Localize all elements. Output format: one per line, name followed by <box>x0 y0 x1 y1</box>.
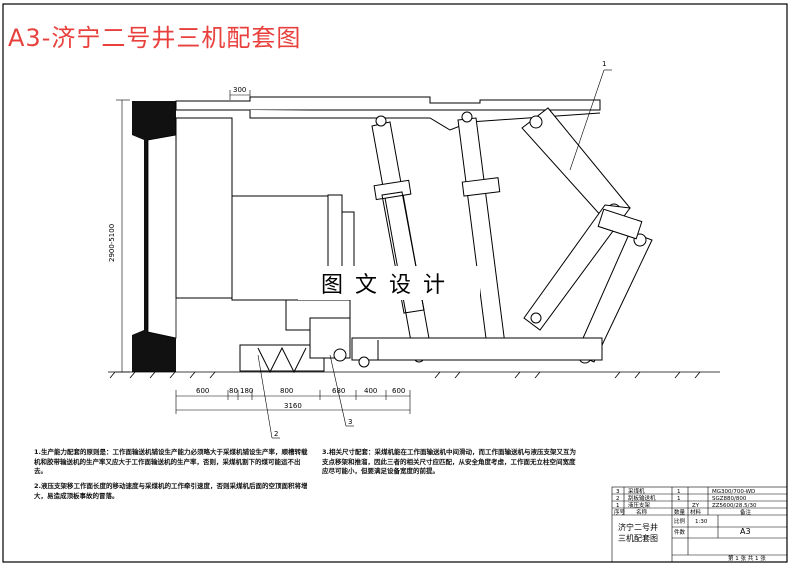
floor-line <box>108 371 720 379</box>
coal-wall-recess <box>147 134 177 339</box>
dim-680: 680 <box>332 387 345 395</box>
tb-row3-no: 1 <box>616 503 620 509</box>
dim-height-label: 2900-5100 <box>108 224 116 262</box>
watermark: 图文设计 <box>298 266 480 300</box>
tb-scale-label: 比例 <box>674 517 686 525</box>
tb-scale: 1:30 <box>695 519 708 525</box>
tb-pieces-label: 件数 <box>674 528 686 536</box>
tb-row2-qty: 1 <box>677 496 681 502</box>
tb-drawing-name-1: 济宁二号井 <box>618 522 658 532</box>
callout-2 <box>257 354 280 439</box>
hydraulic-leg-left <box>371 115 433 363</box>
armoured-conveyor <box>239 317 370 374</box>
caving-shield <box>521 107 653 364</box>
dim-600b: 600 <box>392 387 405 395</box>
tb-row2-note: SGZ880/800 <box>712 496 747 502</box>
dim-180: 180 <box>240 387 253 395</box>
dim-800: 800 <box>280 387 293 395</box>
note-2: 2.液压支架移工作面长度的移动速度与采煤机的工作牵引速度，否则采煤机后面的空顶面… <box>34 482 308 500</box>
hydraulic-leg-right <box>457 111 507 360</box>
dim-300-label: 300 <box>233 86 246 94</box>
tb-sheets: 第 1 张 共 1 张 <box>728 554 766 562</box>
callout-2-label: 2 <box>274 430 278 438</box>
support-base <box>351 337 603 361</box>
dimension-height <box>116 99 130 373</box>
callout-1 <box>569 69 612 171</box>
dim-600a: 600 <box>196 387 209 395</box>
tb-row2-no: 2 <box>616 496 620 502</box>
tb-row2-name: 刮板输送机 <box>628 494 656 502</box>
tb-sheet: A3 <box>740 527 751 536</box>
dimension-chain <box>175 390 411 414</box>
tb-header-material: 材料 <box>690 508 702 516</box>
tb-row1-qty: 1 <box>677 489 681 495</box>
note-3: 3.相关尺寸配套：采煤机能在工作面输送机中间滑动，而工作面输送机与液压支架又互为… <box>322 448 576 475</box>
tb-header-note: 备注 <box>740 508 752 516</box>
title-block <box>611 486 788 563</box>
support-canopy <box>175 96 601 131</box>
tb-row1-note: MG300/700-WD <box>712 489 755 495</box>
callout-3-label: 3 <box>348 418 352 426</box>
tb-header-no: 序号 <box>614 508 626 516</box>
tb-row1-no: 3 <box>616 489 620 495</box>
sheet-border <box>2 3 788 563</box>
tb-row3-note: ZZ5600/28.5/30 <box>712 503 757 509</box>
note-1: 1.生产能力配套的原则是：工作面输送机铺设生产能力必须略大于采煤机铺设生产率，顺… <box>34 448 308 475</box>
tb-row3-material: ZY <box>692 503 700 509</box>
dim-total: 3160 <box>284 402 302 410</box>
dim-400: 400 <box>364 387 377 395</box>
page-title: A3-济宁二号井三机配套图 <box>8 24 302 52</box>
callout-3 <box>329 354 354 427</box>
dim-80: 80 <box>229 387 238 395</box>
tb-row1-name: 采煤机 <box>628 487 645 495</box>
tb-header-qty: 数量 <box>674 508 686 516</box>
tb-row3-name: 液压支架 <box>628 501 651 509</box>
tb-header-name: 名称 <box>636 508 648 516</box>
callout-1-label: 1 <box>602 60 606 68</box>
tb-drawing-name-2: 三机配套图 <box>618 533 658 543</box>
